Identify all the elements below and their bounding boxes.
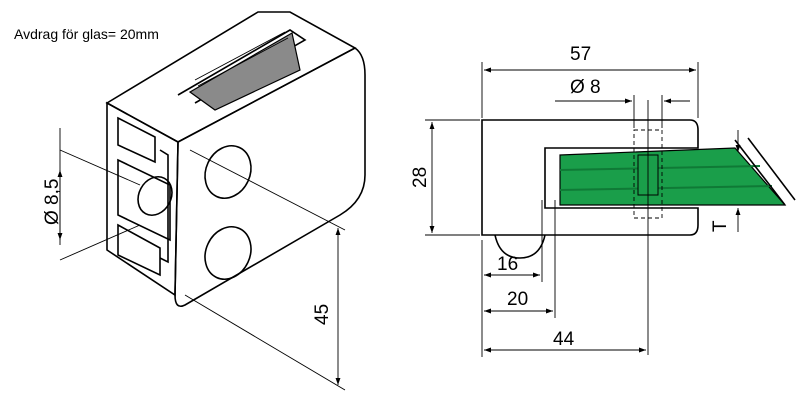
gasket-insert bbox=[188, 32, 301, 111]
inner-16-label: 16 bbox=[497, 254, 518, 275]
thickness-label: T bbox=[710, 220, 731, 232]
mounting-hole-lower bbox=[204, 226, 252, 280]
base-44-label: 44 bbox=[553, 329, 575, 350]
glass-deduction-note: Avdrag för glas= 20mm bbox=[14, 26, 159, 42]
mounting-hole-upper bbox=[204, 145, 252, 199]
clamp-section-view: 57 Ø 8 28 T 16 20 44 bbox=[410, 44, 796, 357]
height-label: 45 bbox=[312, 304, 333, 325]
inner-20-label: 20 bbox=[507, 289, 528, 310]
glass-pane bbox=[559, 147, 787, 206]
depth-label: 28 bbox=[410, 167, 431, 188]
screw-diameter-label: Ø 8 bbox=[570, 77, 601, 98]
clamp-isometric-view: Ø 8,5 45 bbox=[42, 11, 366, 391]
bore-diameter-label: Ø 8,5 bbox=[42, 179, 63, 225]
width-label: 57 bbox=[570, 44, 591, 65]
